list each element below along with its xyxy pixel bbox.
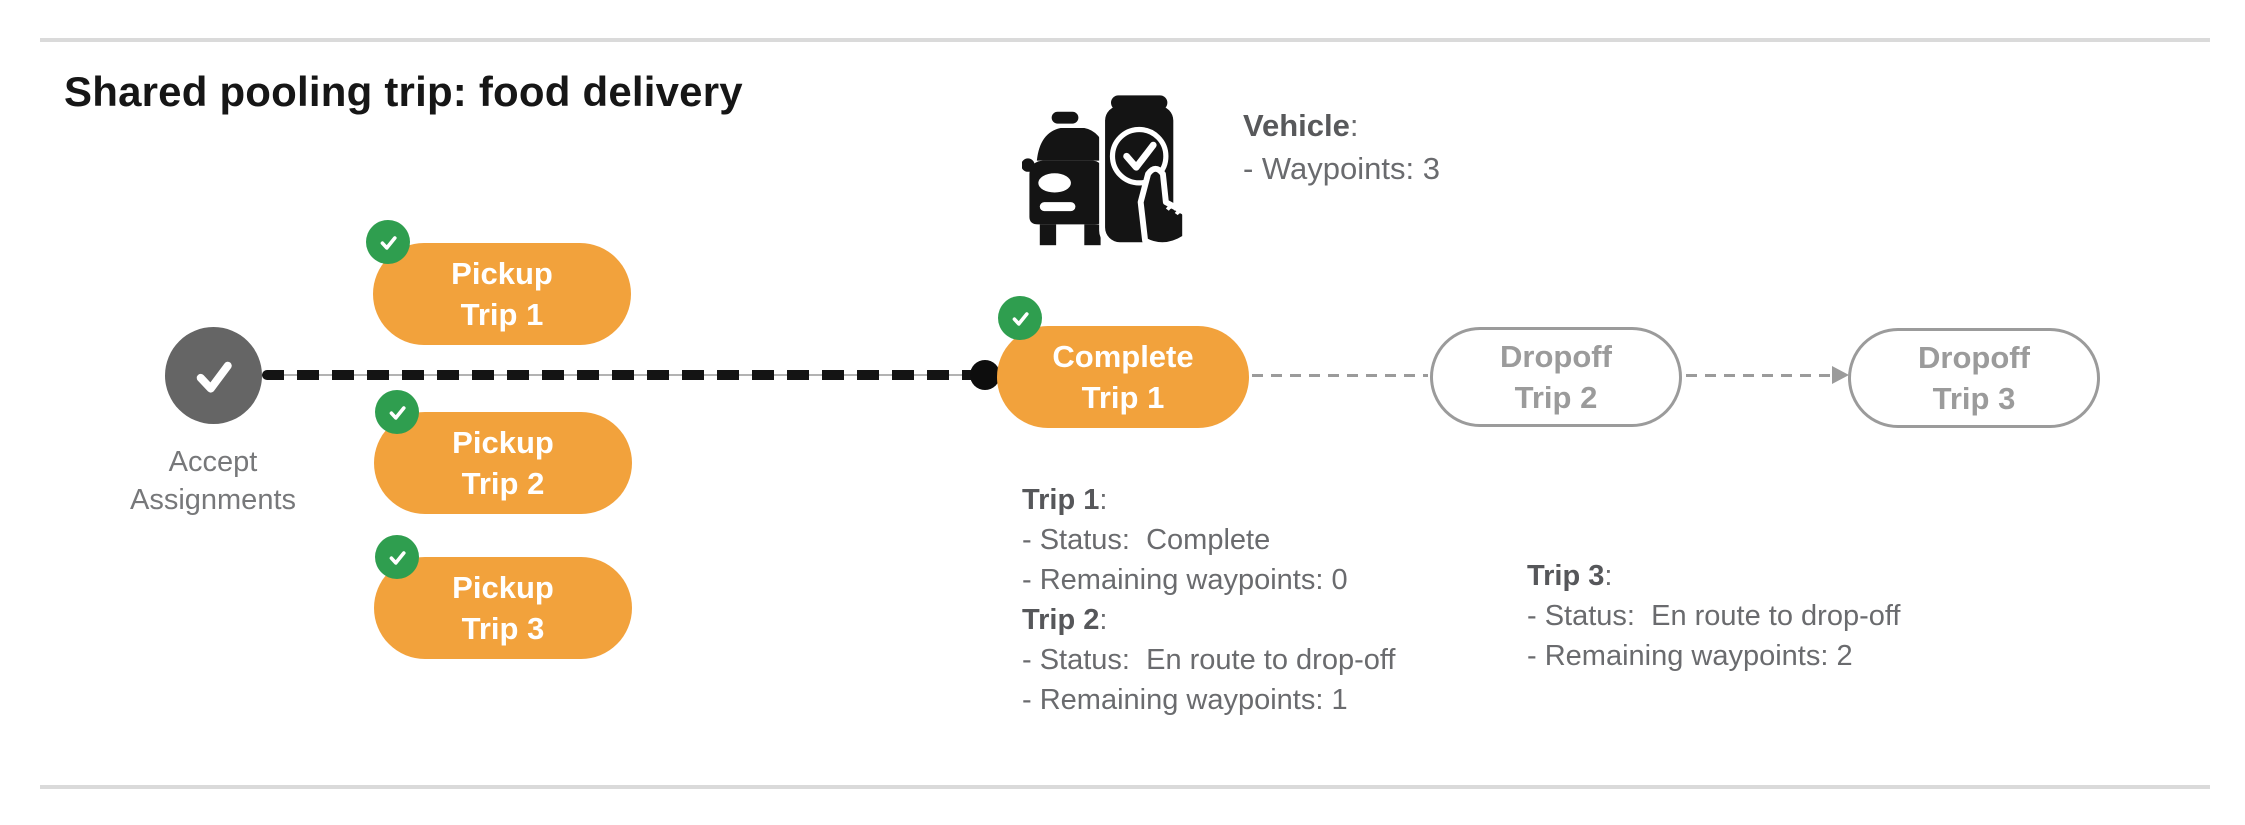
car-phone-check-icon bbox=[1022, 95, 1189, 249]
trip-2-status: - Status: En route to drop-off bbox=[1022, 644, 1396, 676]
vehicle-label: Vehicle: bbox=[1243, 108, 1359, 143]
check-icon bbox=[389, 405, 406, 420]
trip-2-waypoints: - Remaining waypoints: 1 bbox=[1022, 684, 1348, 716]
node-pickup-trip-2: Pickup Trip 2 bbox=[374, 412, 632, 514]
arrow-right-icon bbox=[1832, 366, 1849, 384]
trip-1-2-status-block: Trip 1: - Status: Complete - Remaining w… bbox=[1022, 480, 1395, 720]
trip-3-status-block: Trip 3: - Status: En route to drop-off -… bbox=[1527, 556, 1900, 676]
done-badge-pickup-2 bbox=[375, 390, 419, 434]
node-dropoff-trip-3: Dropoff Trip 3 bbox=[1848, 328, 2100, 428]
done-badge-pickup-1 bbox=[366, 220, 410, 264]
accept-assignments-label: Accept Assignments bbox=[129, 446, 296, 516]
accept-assignments-node bbox=[165, 327, 262, 424]
done-badge-complete-1 bbox=[998, 296, 1042, 340]
trip-1-label: Trip 1: bbox=[1022, 484, 1108, 516]
trip-2-label: Trip 2: bbox=[1022, 604, 1108, 636]
future-route-line-2 bbox=[1686, 374, 1834, 377]
current-position-dot bbox=[970, 360, 1000, 390]
trip-3-waypoints: - Remaining waypoints: 2 bbox=[1527, 640, 1853, 672]
top-divider bbox=[40, 38, 2210, 42]
trip-1-status: - Status: Complete bbox=[1022, 524, 1271, 556]
node-pickup-trip-1: Pickup Trip 1 bbox=[373, 243, 631, 345]
future-route-line-1 bbox=[1252, 374, 1428, 377]
bottom-divider bbox=[40, 785, 2210, 789]
check-icon bbox=[380, 235, 397, 250]
node-pickup-trip-3: Pickup Trip 3 bbox=[374, 557, 632, 659]
done-badge-pickup-3 bbox=[375, 535, 419, 579]
check-icon bbox=[389, 550, 406, 565]
vehicle-info: Vehicle: - Waypoints: 3 bbox=[1243, 104, 1440, 190]
completed-route-dashed-line bbox=[262, 370, 985, 380]
check-icon bbox=[1012, 311, 1029, 326]
vehicle-waypoints: - Waypoints: 3 bbox=[1243, 151, 1440, 186]
trip-3-label: Trip 3: bbox=[1527, 560, 1613, 592]
trip-1-waypoints: - Remaining waypoints: 0 bbox=[1022, 564, 1348, 596]
node-dropoff-trip-2: Dropoff Trip 2 bbox=[1430, 327, 1682, 427]
page-title: Shared pooling trip: food delivery bbox=[64, 68, 743, 115]
node-complete-trip-1: Complete Trip 1 bbox=[997, 326, 1249, 428]
trip-3-status: - Status: En route to drop-off bbox=[1527, 600, 1901, 632]
check-icon bbox=[196, 361, 232, 393]
